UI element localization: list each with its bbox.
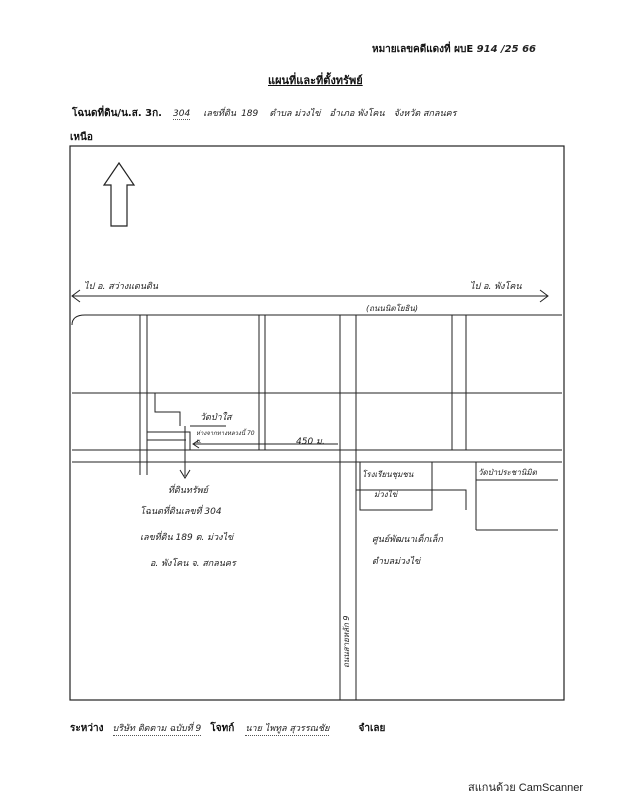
deed-label: โฉนดที่ดิน/น.ส. 3ก.	[72, 108, 162, 119]
map-frame	[69, 145, 565, 701]
temple2-label: วัดป่าประชานิมิต	[478, 468, 537, 477]
plaintiff-role: โจทก์	[210, 723, 235, 734]
temple-sub-label: ห่างจากทางหลวงนี้ 70 ม.	[196, 430, 255, 445]
province: จังหวัด สกลนคร	[393, 109, 457, 119]
arrow-east-icon	[539, 289, 549, 303]
center-label-2: ตำบลม่วงไข่	[372, 557, 421, 567]
school-label-2: ม่วงไข่	[374, 490, 398, 499]
plaintiff-name: บริษัท ติดตาม ฉบับที่ 9	[112, 721, 202, 736]
distance-label: 450 ม.	[296, 437, 325, 447]
road-vertical-label: ถนนสายหลัก 9	[342, 615, 351, 669]
case-number-year: /25 66	[501, 44, 536, 55]
distance-arrow-icon	[192, 439, 200, 449]
note-line-2: เลขที่ดิน 189 ต. ม่วงไข่	[140, 533, 234, 543]
north-arrow-icon	[102, 161, 136, 227]
road-east-label: ไป อ. พังโคน	[470, 282, 522, 292]
deed-line: โฉนดที่ดิน/น.ส. 3ก. 304 เลขที่ดิน 189 ตำ…	[72, 101, 552, 120]
land-number: 189	[241, 109, 259, 119]
defendant-name: นาย ไพทูล สุวรรณชัย	[245, 721, 330, 736]
lane-2	[147, 431, 191, 450]
property-arrow-icon	[179, 469, 191, 479]
note-line-3: อ. พังโคน จ. สกลนคร	[150, 559, 236, 569]
temple-label: วัดป่าใส	[200, 413, 232, 423]
highway-label: (ถนนนิตโยธิน)	[366, 304, 419, 313]
footer-line: ระหว่าง บริษัท ติดตาม ฉบับที่ 9 โจทก์ นา…	[70, 716, 550, 736]
subdistrict: ตำบล ม่วงไข่	[269, 109, 321, 119]
road-west-label: ไป อ. สว่างแดนดิน	[84, 282, 159, 292]
note-line-1: โฉนดที่ดินเลขที่ 304	[140, 507, 222, 517]
page-title: แผนที่และที่ตั้งทรัพย์	[268, 74, 363, 87]
arrow-west-icon	[71, 289, 81, 303]
north-label: เหนือ	[70, 132, 93, 143]
center-line	[356, 489, 467, 510]
case-number-value: 914	[476, 44, 498, 55]
deed-number: 304	[173, 109, 191, 120]
scanner-watermark: สแกนด้วย CamScanner	[468, 782, 584, 794]
defendant-role: จำเลย	[358, 723, 386, 734]
between-label: ระหว่าง	[70, 723, 104, 734]
school-label-1: โรงเรียนชุมชน	[362, 470, 414, 479]
case-number-label: หมายเลขคดีแดงที่ ผบE 914 /25 66	[372, 44, 536, 55]
land-number-label: เลขที่ดิน	[203, 109, 236, 119]
lane-1	[154, 393, 181, 426]
district: อำเภอ พังโคน	[329, 109, 385, 119]
road-edge-1	[71, 314, 562, 326]
property-label: ที่ดินทรัพย์	[168, 486, 208, 496]
center-label-1: ศูนย์พัฒนาเด็กเล็ก	[372, 535, 443, 545]
school-box	[359, 461, 433, 511]
